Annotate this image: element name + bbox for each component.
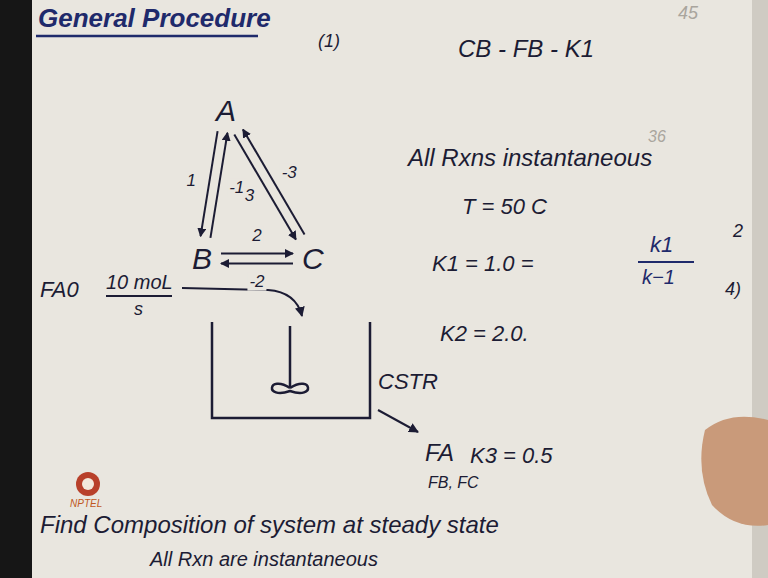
title-underline [36, 35, 258, 38]
reaction-arrow [221, 263, 293, 265]
rate-constant-index: -2 [247, 272, 266, 291]
note-text: Find Composition of system at steady sta… [40, 512, 499, 538]
heading: General Procedure [38, 4, 271, 33]
species-node: B [186, 240, 218, 277]
note-text: All Rxns instantaneous [408, 145, 652, 171]
note-text: 45 [678, 4, 698, 24]
stirrer [272, 326, 308, 393]
reaction-arrow [221, 253, 293, 255]
reaction-arrow [243, 129, 305, 234]
note-text: 36 [648, 128, 666, 146]
note-text: s [134, 300, 143, 320]
note-text: K1 = 1.0 = [432, 252, 534, 276]
rate-constant-index: 3 [243, 187, 256, 206]
vessel-label: CSTR [378, 370, 438, 394]
reaction-arrow [201, 131, 218, 236]
tank-outline [206, 318, 376, 428]
note-text: K3 = 0.5 [470, 444, 553, 468]
feed-arrow [182, 288, 302, 316]
hand [701, 417, 768, 526]
reaction-arrow [234, 135, 296, 240]
note-text: K2 = 2.0. [440, 322, 529, 346]
reaction-arrow [210, 133, 227, 238]
note-text: FB, FC [428, 474, 479, 492]
logo-inner [82, 478, 94, 490]
note-text: CB - FB - K1 [458, 36, 594, 62]
dark-margin [0, 0, 32, 578]
note-text: k−1 [642, 266, 675, 288]
species-node: A [210, 92, 242, 129]
rate-constant-index: -3 [280, 164, 299, 183]
species-node: C [296, 240, 330, 277]
note-text: (1) [318, 32, 340, 52]
logo-circle [76, 472, 100, 496]
note-text: 4) [725, 280, 741, 300]
note-text: k1 [650, 233, 673, 257]
outlet-arrow [378, 410, 418, 432]
rate-constant-index: 1 [185, 171, 198, 190]
species-name: B [192, 242, 212, 275]
note-text: FA0 [40, 278, 79, 302]
species-name: A [216, 94, 236, 127]
note-text: 10 moL [106, 271, 173, 293]
note-text: NPTEL [70, 498, 102, 509]
rate-constant-index: 2 [250, 226, 263, 245]
tank-wall [212, 322, 370, 418]
note-text: 2 [733, 222, 743, 242]
fraction-bar [106, 295, 172, 297]
reactor-vessel: CSTR [206, 318, 434, 428]
fraction-bar [638, 261, 694, 263]
species-name: C [302, 242, 324, 275]
note-text: All Rxn are instantaneous [150, 548, 378, 570]
note-text: FA [425, 440, 454, 466]
note-text: T = 50 C [462, 195, 547, 219]
